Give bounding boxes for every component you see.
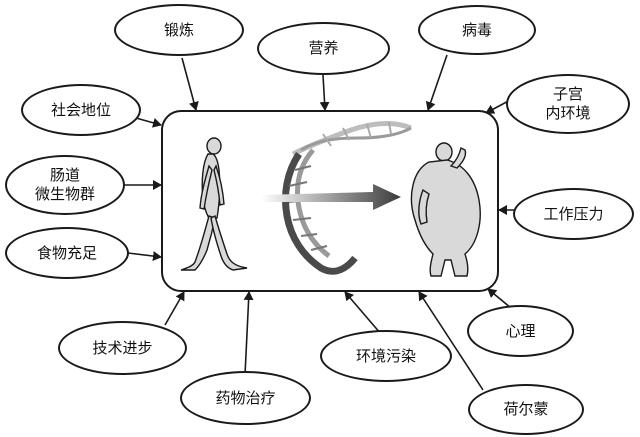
factor-abundant-food: 食物充足: [5, 227, 129, 279]
factor-pollution: 环境污染: [320, 330, 452, 382]
factor-uterine-environment: 子宫 内环境: [506, 74, 630, 134]
arrow-medication: [243, 291, 254, 376]
arrow-virus: [425, 54, 448, 111]
arrow-technology: [164, 291, 185, 326]
factor-nutrition-label: 营养: [308, 39, 339, 57]
factor-psychology: 心理: [467, 305, 574, 357]
factor-hormones: 荷尔蒙: [468, 384, 584, 435]
factor-work-stress: 工作压力: [513, 188, 634, 240]
arrow-hormones: [418, 291, 484, 391]
factor-hormones-label: 荷尔蒙: [503, 400, 549, 418]
factor-gut-microbiota: 肠道 微生物群: [5, 155, 125, 215]
factor-work-stress-label: 工作压力: [543, 204, 604, 223]
arrow-abundant-food: [127, 251, 162, 262]
factor-virus: 病毒: [418, 5, 536, 55]
obese-human-figure: [410, 142, 481, 277]
factor-virus-label: 病毒: [461, 20, 492, 39]
factor-abundant-food-label: 食物充足: [36, 243, 97, 262]
factor-technology-label: 技术进步: [92, 338, 153, 357]
factor-nutrition: 营养: [257, 22, 390, 75]
arrow-pollution: [344, 291, 382, 335]
factor-social-status-label: 社会地位: [50, 100, 111, 119]
factor-medication: 药物治疗: [180, 371, 311, 425]
arrow-exercise: [181, 57, 199, 111]
dna-helix: [282, 121, 412, 275]
factor-exercise-label: 锻炼: [163, 20, 194, 39]
factor-social-status: 社会地位: [21, 84, 141, 136]
arrow-social-status: [135, 117, 162, 128]
factor-exercise: 锻炼: [114, 4, 244, 56]
central-illustration-box: [161, 110, 499, 292]
arrow-nutrition: [319, 74, 330, 111]
factor-gut-microbiota-label: 肠道 微生物群: [34, 166, 95, 203]
factor-medication-label: 药物治疗: [215, 388, 276, 407]
lean-human-figure: [180, 137, 248, 271]
factor-technology: 技术进步: [58, 321, 187, 375]
factor-pollution-label: 环境污染: [355, 346, 416, 365]
transformation-arrow: [261, 184, 401, 210]
factor-uterine-environment-label: 子宫 内环境: [545, 85, 591, 122]
factor-psychology-label: 心理: [505, 321, 536, 340]
